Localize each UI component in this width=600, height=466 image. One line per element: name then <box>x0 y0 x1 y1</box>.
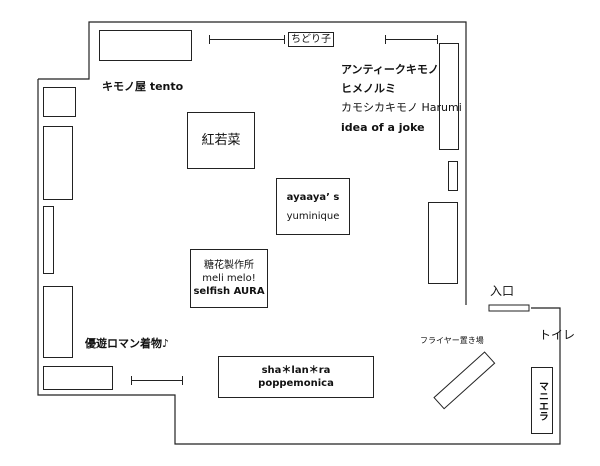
booth-benijaku: 紅若菜 <box>187 112 255 169</box>
booth-yuminique-label: yuminique <box>286 210 340 222</box>
booth-ayaaya-label: ayaaya’ s <box>286 191 340 203</box>
booth-antique-kimono: アンティークキモノ <box>341 63 439 76</box>
booth-chidoriko: ちどり子 <box>288 32 334 47</box>
dimension-marker-top-left <box>209 35 285 44</box>
wall-box-bottom-left <box>43 366 113 390</box>
entrance-label: 入口 <box>490 284 515 298</box>
toilet-label: トイレ <box>539 328 576 342</box>
wall-box-left-4 <box>43 286 73 358</box>
dimension-marker-top-right <box>385 35 438 44</box>
booth-poppemonica-label: poppemonica <box>258 378 334 389</box>
dimension-marker-bottom <box>131 376 183 385</box>
booth-toka-seisakusho: 糖花製作所 meli melo! selfish AURA <box>190 249 268 308</box>
booth-melimelo-label: meli melo! <box>202 273 256 284</box>
booth-yuyu-roman-kimono: 優遊ロマン着物♪ <box>85 337 170 350</box>
wall-box-top <box>99 30 192 61</box>
booth-maniera: マニエラ <box>531 367 553 434</box>
booth-selfish-aura-label: selfish AURA <box>193 286 265 297</box>
booth-ayaaya: ayaaya’ s yuminique <box>276 178 350 235</box>
wall-box-left-2 <box>43 126 73 200</box>
flyer-area-label: フライヤー置き場 <box>420 336 484 345</box>
booth-chidoriko-label: ちどり子 <box>291 33 331 45</box>
booth-shalanra: sha＊lan＊ra poppemonica <box>218 356 374 398</box>
booth-kamoshika-kimono: カモシカキモノ Harumi <box>341 101 462 114</box>
booth-benijaku-label: 紅若菜 <box>201 132 241 148</box>
wall-box-right-2 <box>448 161 458 191</box>
booth-toka-label: 糖花製作所 <box>204 260 254 271</box>
booth-idea-of-a-joke: idea of a joke <box>341 121 425 134</box>
booth-kimonoya-tento: キモノ屋 tento <box>102 80 184 93</box>
wall-box-left-1 <box>43 87 76 117</box>
booth-maniera-label: マニエラ <box>536 380 548 421</box>
wall-box-right-1 <box>439 43 459 150</box>
wall-box-right-3 <box>428 202 458 284</box>
wall-box-left-3 <box>43 206 54 274</box>
booth-himenorumi: ヒメノルミ <box>341 82 396 95</box>
booth-shalanra-label: sha＊lan＊ra <box>261 365 331 376</box>
